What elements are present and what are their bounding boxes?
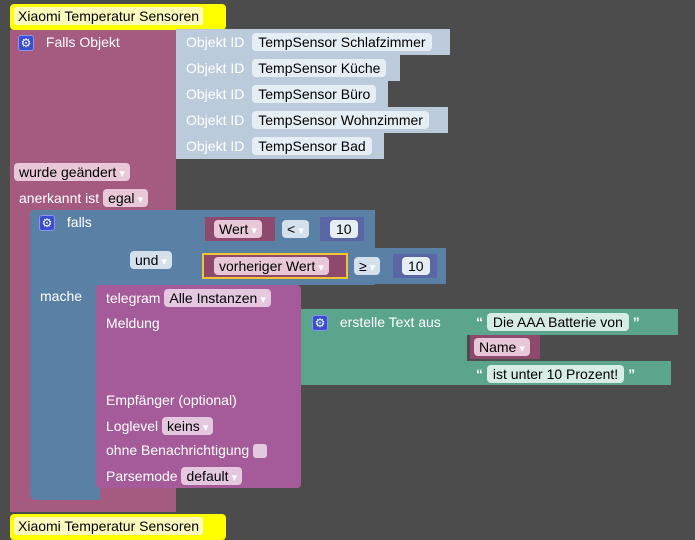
object-row: Objekt ID TempSensor Büro <box>186 85 377 103</box>
comment-text[interactable]: Xiaomi Temperatur Sensoren <box>14 517 204 535</box>
object-row: Objekt ID TempSensor Wohnzimmer <box>186 111 429 129</box>
parsemode-dropdown[interactable]: default <box>181 467 243 485</box>
trigger-header: ⚙ Falls Objekt <box>18 34 120 51</box>
silent-checkbox[interactable] <box>253 444 268 459</box>
loglevel-dropdown[interactable]: keins <box>162 417 214 435</box>
recipient-label: Empfänger (optional) <box>106 392 237 408</box>
object-row: Objekt ID TempSensor Schlafzimmer <box>186 33 432 51</box>
falls-label: falls <box>66 214 92 230</box>
gear-icon[interactable]: ⚙ <box>18 35 34 51</box>
compare2-op-dropdown[interactable]: ≥ <box>354 257 381 275</box>
object-id-field[interactable]: TempSensor Bad <box>252 137 372 155</box>
compare2-value[interactable]: 10 <box>402 257 430 275</box>
object-id-label: Objekt ID <box>186 60 245 76</box>
text-part2-dropdown[interactable]: Name <box>474 338 530 356</box>
compare1-left-dropdown[interactable]: Wert <box>214 220 262 238</box>
instance-dropdown[interactable]: Alle Instanzen <box>164 289 271 307</box>
object-id-label: Objekt ID <box>186 138 245 154</box>
text-part3-field[interactable]: ist unter 10 Prozent! <box>486 365 625 383</box>
silent-label: ohne Benachrichtigung <box>106 442 250 458</box>
text-join-body <box>301 335 467 385</box>
object-row: Objekt ID TempSensor Bad <box>186 137 372 155</box>
object-id-label: Objekt ID <box>186 86 245 102</box>
object-id-field[interactable]: TempSensor Wohnzimmer <box>252 111 429 129</box>
ack-label: anerkannt ist <box>19 190 100 206</box>
object-id-field[interactable]: TempSensor Schlafzimmer <box>252 33 432 51</box>
parsemode-label: Parsemode <box>106 468 178 484</box>
object-row: Objekt ID TempSensor Küche <box>186 59 387 77</box>
comment-bottom[interactable]: Xiaomi Temperatur Sensoren <box>10 514 226 540</box>
object-id-field[interactable]: TempSensor Küche <box>252 59 387 77</box>
if-block-body <box>30 280 100 500</box>
condition-dropdown[interactable]: wurde geändert <box>14 163 130 181</box>
comment-text[interactable]: Xiaomi Temperatur Sensoren <box>14 7 204 25</box>
compare2-left-dropdown[interactable]: vorheriger Wert <box>214 257 329 275</box>
comment-top[interactable]: Xiaomi Temperatur Sensoren <box>10 4 226 30</box>
object-id-field[interactable]: TempSensor Büro <box>252 85 377 103</box>
open-quote-icon: “ <box>476 366 483 382</box>
object-id-label: Objekt ID <box>186 112 245 128</box>
mache-label: mache <box>40 288 83 304</box>
close-quote-icon: ” <box>628 366 636 382</box>
text-part1-field[interactable]: Die AAA Batterie von <box>486 313 629 331</box>
text-join-label: erstelle Text aus <box>339 314 441 330</box>
trigger-block-bottom <box>10 500 176 512</box>
message-label: Meldung <box>106 315 160 331</box>
object-id-label: Objekt ID <box>186 34 245 50</box>
ack-dropdown[interactable]: egal <box>103 189 149 207</box>
open-quote-icon: “ <box>476 314 483 330</box>
loglevel-label: Loglevel <box>106 418 159 434</box>
trigger-label: Falls Objekt <box>45 34 120 50</box>
close-quote-icon: ” <box>632 314 640 330</box>
gear-icon[interactable]: ⚙ <box>39 215 55 231</box>
gear-icon[interactable]: ⚙ <box>312 315 328 331</box>
compare1-value[interactable]: 10 <box>330 220 358 238</box>
telegram-label: telegram <box>106 290 161 306</box>
compare1-op-dropdown[interactable]: < <box>282 220 309 238</box>
logic-op-dropdown[interactable]: und <box>130 251 172 269</box>
